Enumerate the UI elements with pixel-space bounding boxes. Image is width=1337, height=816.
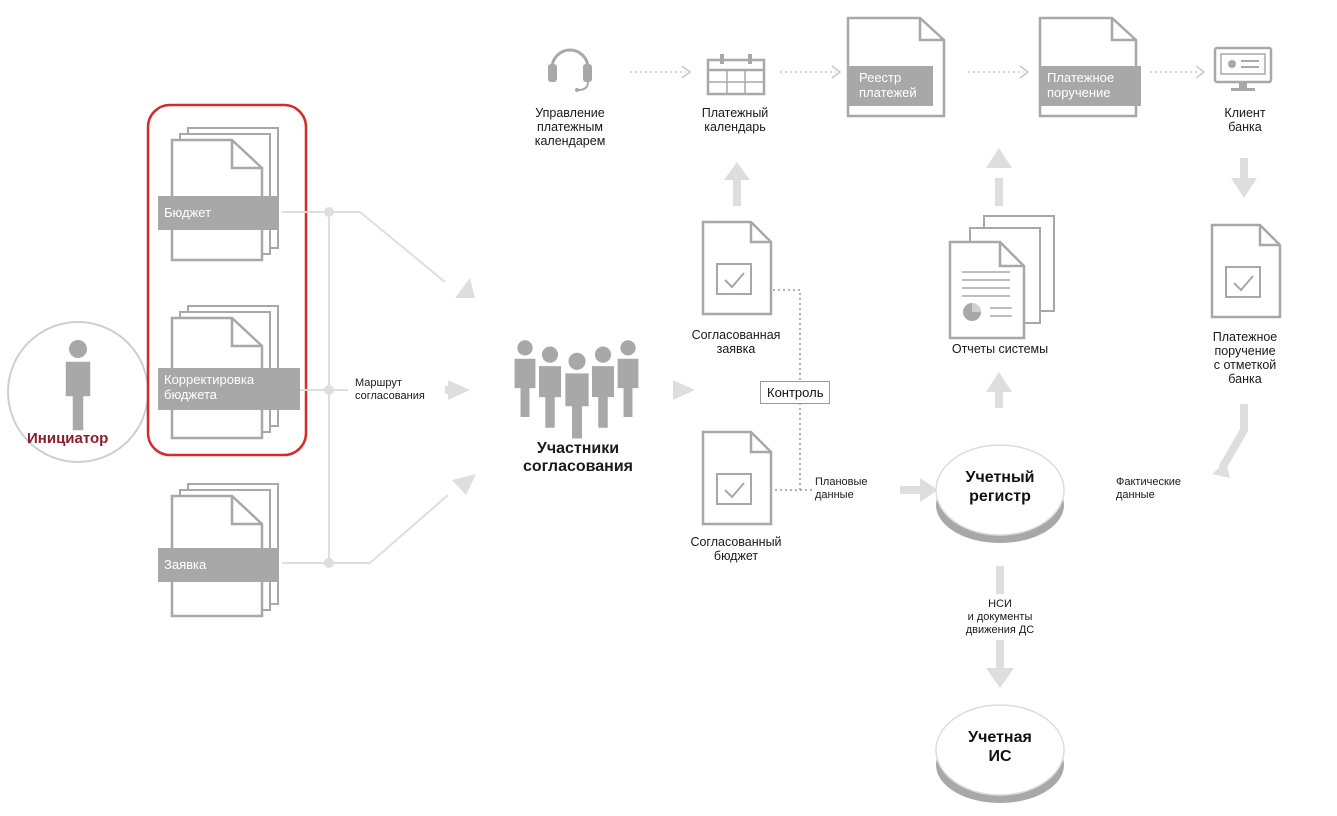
reports-label: Отчеты системы xyxy=(951,342,1049,356)
payment-order-tag: Платежное поручение xyxy=(1041,66,1141,106)
control-box: Контроль xyxy=(760,381,831,404)
budget-doc-icon xyxy=(170,126,280,262)
planned-data-label: Плановые данные xyxy=(815,476,868,501)
highlight-frame xyxy=(146,103,308,457)
payment-registry-tag: Реестр платежей xyxy=(849,66,933,106)
approved-budget-label: Согласованный бюджет xyxy=(690,535,782,563)
accounting-is-label: Учетная ИС xyxy=(968,729,1032,765)
calendar-icon xyxy=(706,54,766,96)
approved-budget-icon xyxy=(701,430,773,526)
budget-tag: Бюджет xyxy=(158,196,278,230)
bank-order-label: Платежное поручение с отметкой банка xyxy=(1212,330,1278,386)
approved-request-icon xyxy=(701,220,773,316)
actual-data-label: Фактические данные xyxy=(1116,476,1182,501)
payment-calendar-label: Платежный календарь xyxy=(701,106,769,134)
route-label: Маршрут согласования xyxy=(355,377,425,402)
accounting-is-disk xyxy=(935,704,1065,803)
initiator-label: Инициатор xyxy=(27,430,109,447)
accounting-register-disk xyxy=(935,444,1065,543)
request-tag: Заявка xyxy=(158,548,278,582)
bank-order-icon xyxy=(1210,223,1282,319)
nsi-label: НСИ и документы движения ДС xyxy=(965,598,1035,636)
budget-adjustment-tag: Корректировка бюджета xyxy=(158,368,300,410)
accounting-register-label: Учетный регистр xyxy=(965,469,1035,505)
reports-icon xyxy=(948,215,1055,340)
participants-label: Участники согласования xyxy=(522,440,634,475)
bank-client-label: Клиент банка xyxy=(1224,106,1266,134)
approved-request-label: Согласованная заявка xyxy=(691,328,781,356)
headset-icon xyxy=(548,48,592,92)
monitor-icon xyxy=(1213,46,1273,91)
participants-icon xyxy=(513,339,640,440)
calendar-mgmt-label: Управление платежным календарем xyxy=(534,106,606,148)
